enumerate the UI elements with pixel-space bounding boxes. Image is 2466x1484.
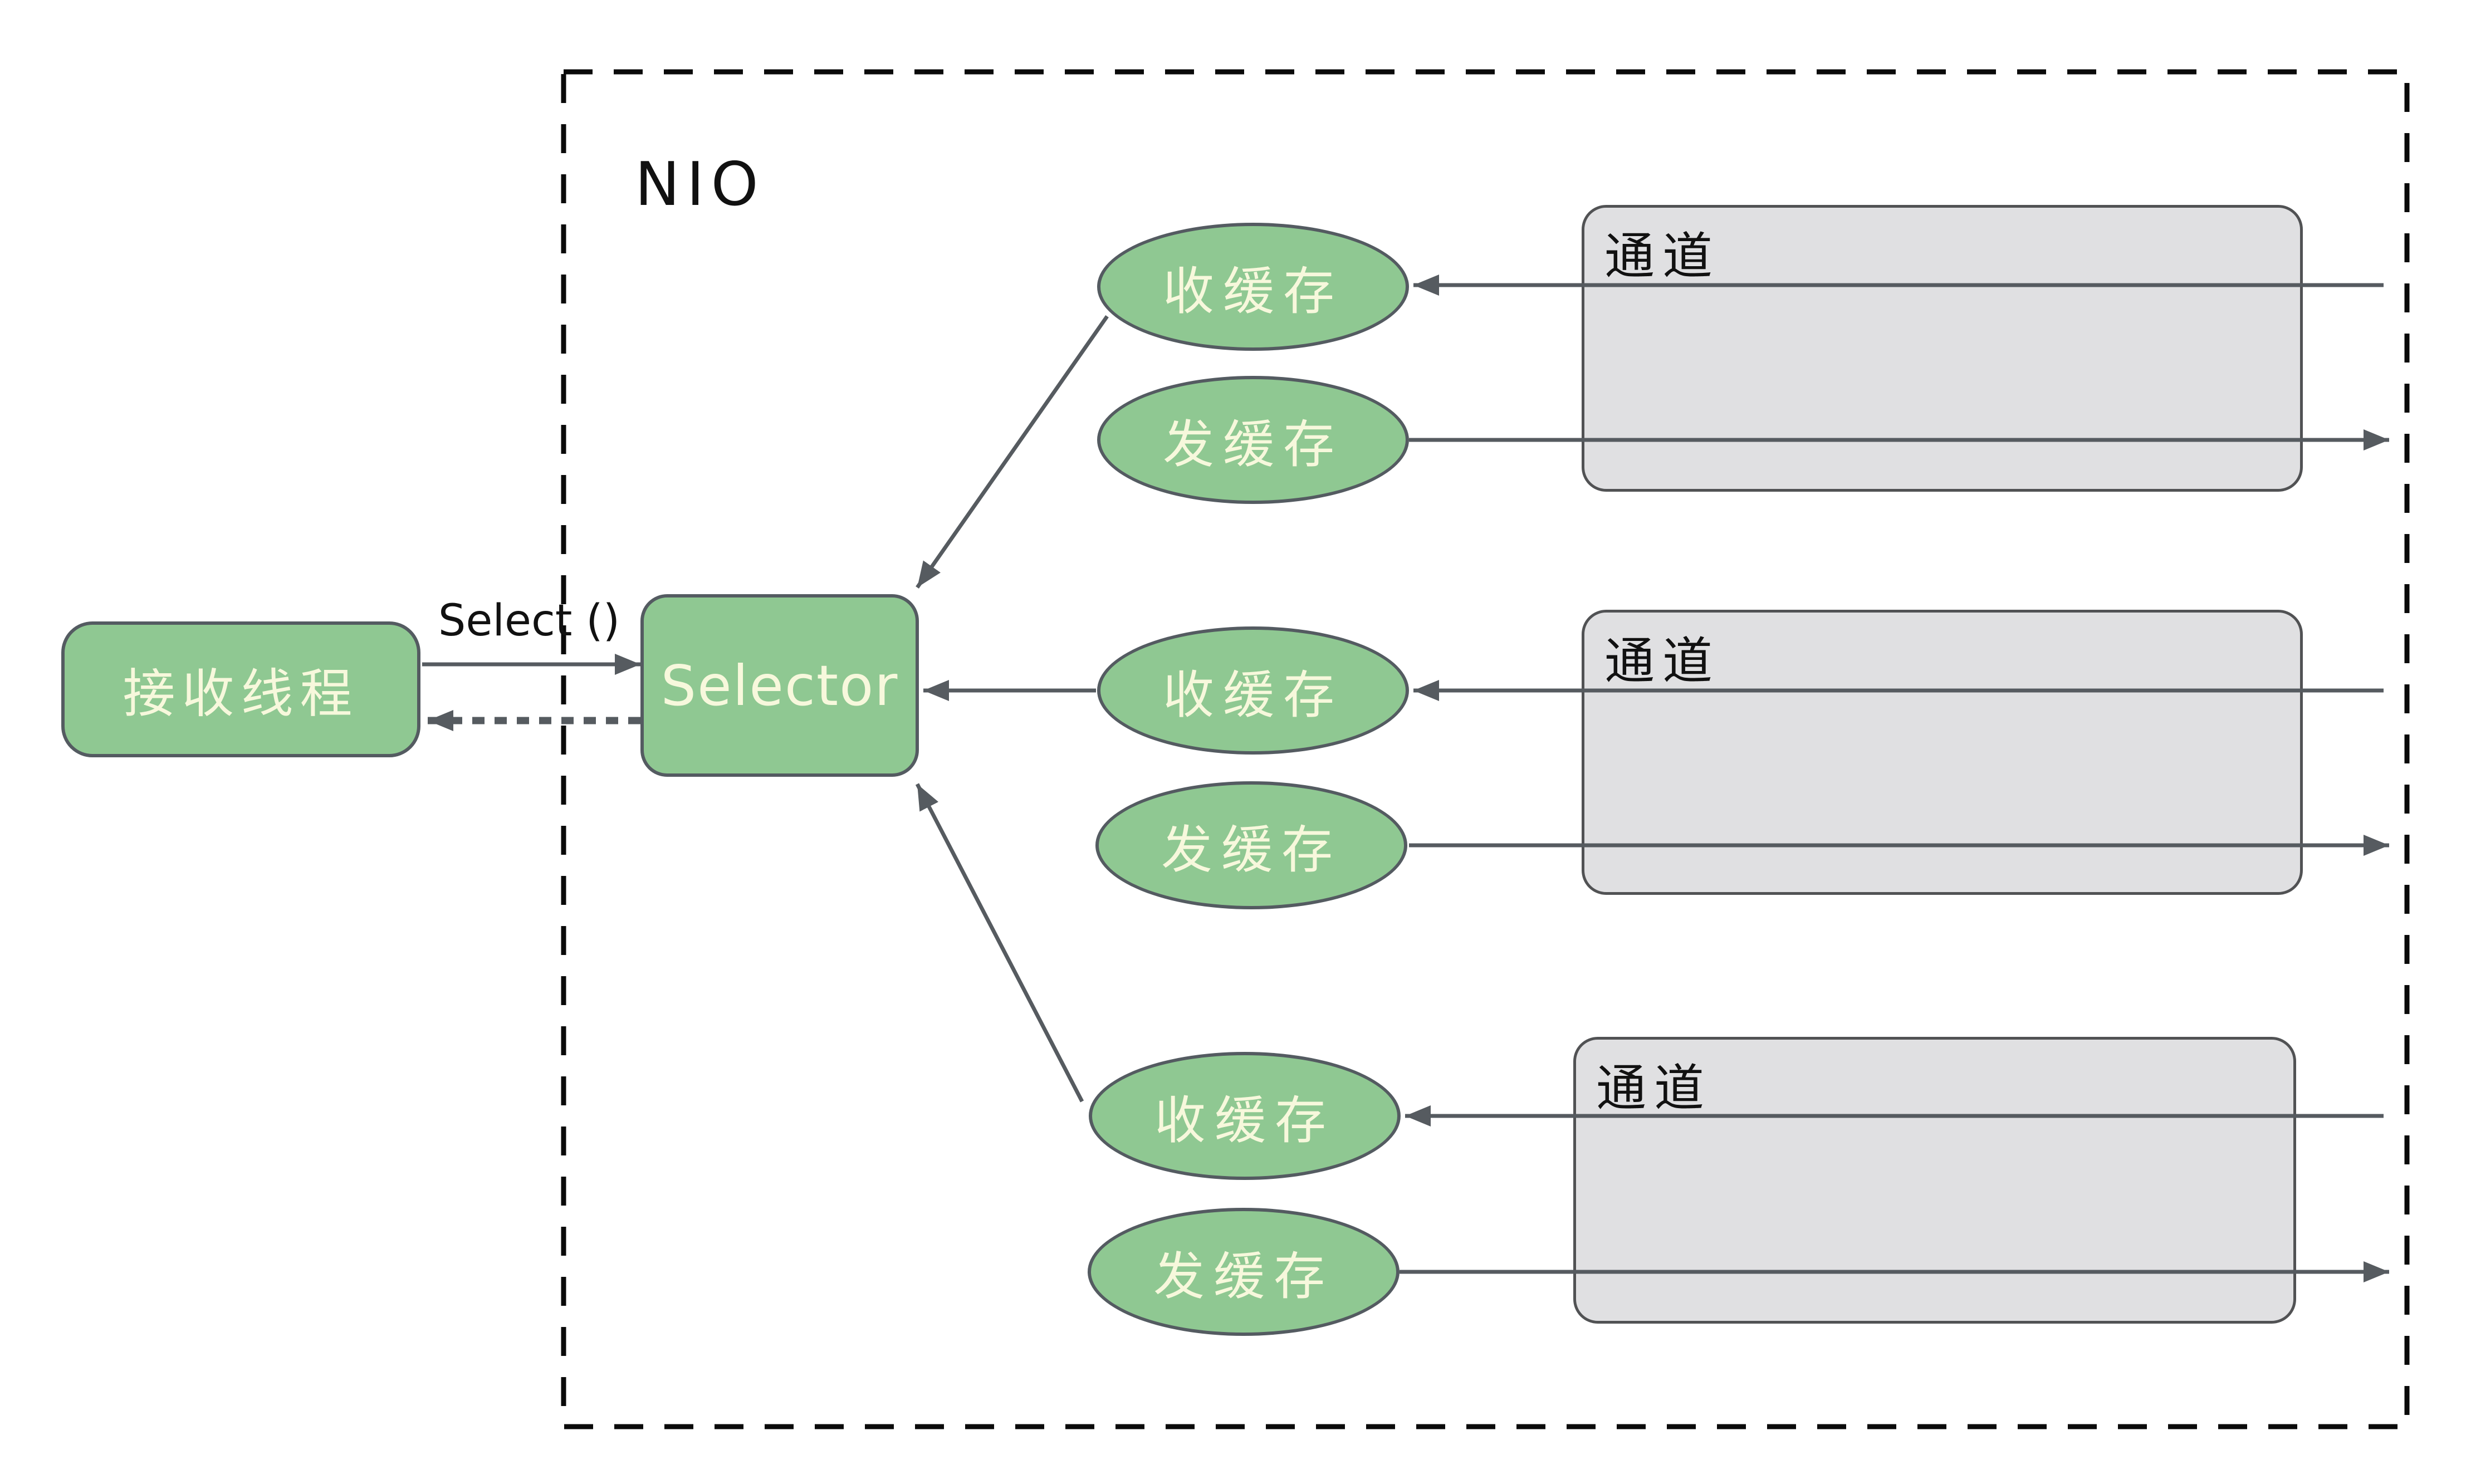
send-buffer-label-2: 发缓存 xyxy=(1161,820,1342,880)
receiver-thread-box: 接收线程 xyxy=(61,621,420,757)
channel-box-1: 通道 xyxy=(1582,205,2303,492)
send-buffer-label-1: 发缓存 xyxy=(1162,414,1343,474)
nio-container-title: NIO xyxy=(635,150,765,219)
selector-link-arrow-bottom xyxy=(915,783,1084,1103)
channel-label-3: 通道 xyxy=(1596,1059,1712,1118)
receive-buffer-label-1: 收缓存 xyxy=(1162,261,1343,321)
channel-label-1: 通道 xyxy=(1604,227,1720,286)
selector-link-arrow-top xyxy=(916,315,1109,589)
nio-dashed-container xyxy=(561,69,2410,1429)
channel-label-2: 通道 xyxy=(1604,632,1720,690)
channel-box-2: 通道 xyxy=(1582,610,2303,895)
select-call-label: Select () xyxy=(438,596,620,646)
send-buffer-ellipse-2: 发缓存 xyxy=(1095,781,1407,909)
receive-buffer-label-3: 收缓存 xyxy=(1154,1090,1335,1150)
selector-label: Selector xyxy=(660,653,899,718)
receive-buffer-ellipse-3: 收缓存 xyxy=(1089,1052,1401,1180)
receive-buffer-label-2: 收缓存 xyxy=(1162,665,1343,725)
send-buffer-label-3: 发缓存 xyxy=(1153,1246,1334,1306)
receiver-thread-label: 接收线程 xyxy=(123,664,359,724)
send-buffer-ellipse-1: 发缓存 xyxy=(1097,376,1409,504)
receive-buffer-ellipse-1: 收缓存 xyxy=(1097,223,1409,351)
receive-buffer-ellipse-2: 收缓存 xyxy=(1097,626,1409,755)
send-buffer-ellipse-3: 发缓存 xyxy=(1088,1208,1400,1336)
channel-box-3: 通道 xyxy=(1573,1037,2296,1324)
selector-box: Selector xyxy=(640,594,919,777)
